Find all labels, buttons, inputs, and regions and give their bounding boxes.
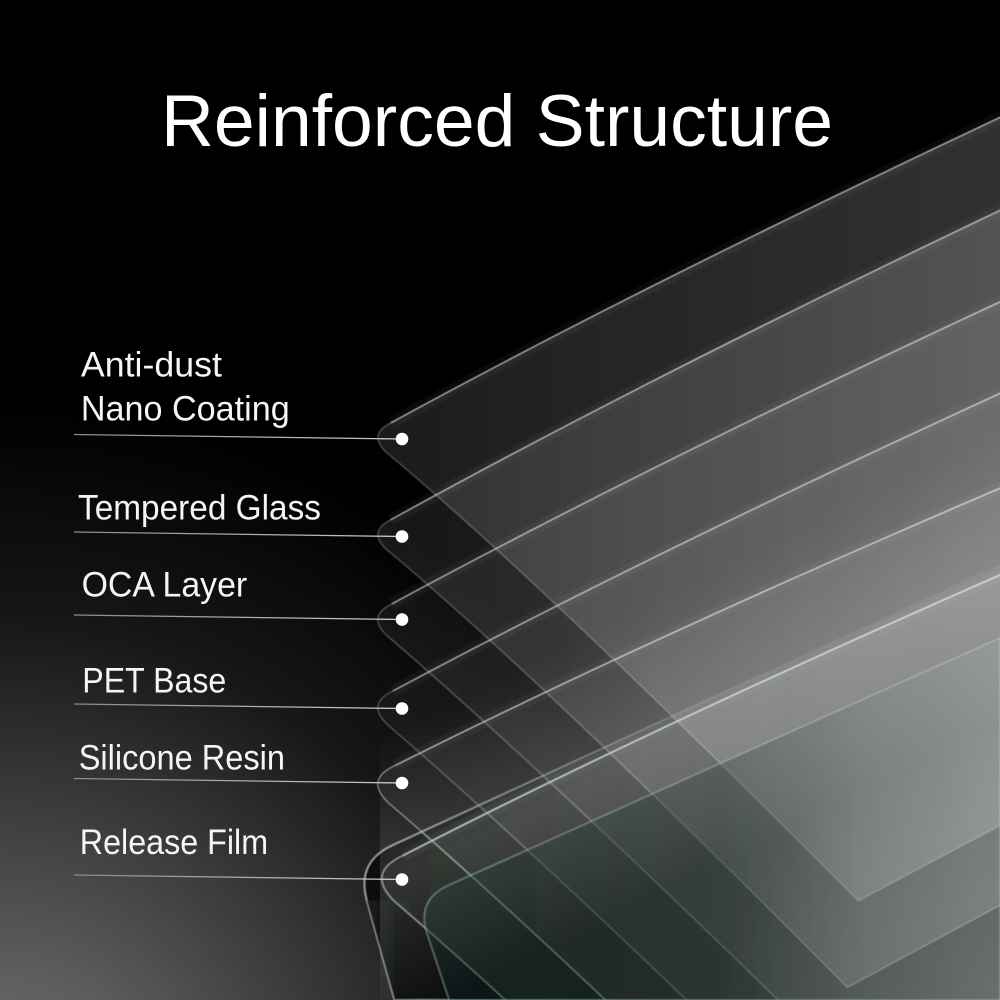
svg-text:Silicone Resin: Silicone Resin xyxy=(79,738,285,778)
svg-text:PET Base: PET Base xyxy=(82,661,226,701)
svg-text:Anti-dust: Anti-dust xyxy=(81,344,222,384)
svg-text:OCA Layer: OCA Layer xyxy=(82,564,248,604)
svg-text:Nano Coating: Nano Coating xyxy=(81,389,290,429)
svg-text:Reinforced Structure: Reinforced Structure xyxy=(161,81,833,162)
svg-text:Release Film: Release Film xyxy=(80,822,268,862)
svg-text:Tempered Glass: Tempered Glass xyxy=(78,488,321,528)
